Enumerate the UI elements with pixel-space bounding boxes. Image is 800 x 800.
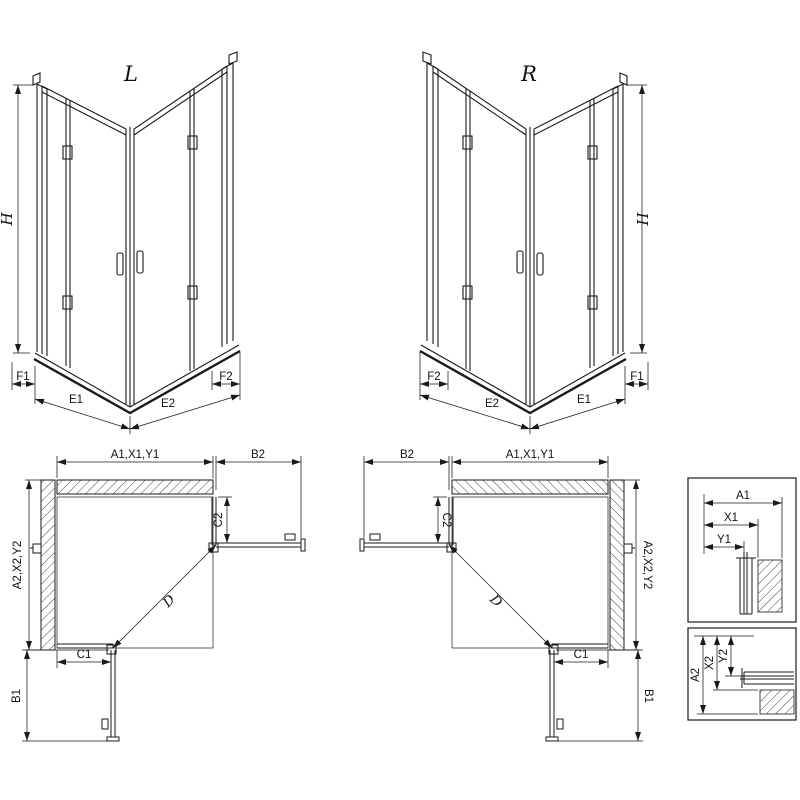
perspective-view-right — [420, 52, 648, 434]
label-f2-left: F2 — [219, 371, 232, 383]
label-variant-left: L — [123, 62, 138, 86]
label-e1-left: E1 — [69, 394, 83, 406]
label-b2-plan-left: B2 — [251, 449, 265, 461]
label-diagonal-plan-left: D — [159, 592, 179, 612]
label-f1-right: F1 — [630, 371, 643, 383]
label-side-depth-plan-right: A2,X2,Y2 — [641, 541, 653, 590]
label-f1-left: F1 — [16, 371, 29, 383]
label-e1-right: E1 — [577, 394, 591, 406]
label-height-right: H — [634, 212, 652, 227]
label-b2-plan-right: B2 — [400, 449, 414, 461]
label-y1-detail: Y1 — [717, 534, 731, 546]
label-c1-plan-right: C1 — [574, 649, 589, 661]
label-c1-plan-left: C1 — [77, 649, 92, 661]
labels-layer: L H F1 E1 E2 F2 R H F2 E2 E1 F1 A1,X1,Y1… — [0, 62, 750, 703]
label-e2-left: E2 — [161, 398, 175, 410]
label-a2-detail: A2 — [690, 668, 702, 682]
label-x2-detail: X2 — [704, 656, 716, 670]
detail-box-glass-profile-bottom — [687, 627, 797, 721]
perspective-view-left — [12, 52, 240, 434]
label-b1-plan-left: B1 — [11, 689, 23, 703]
label-c2-plan-right: C2 — [440, 513, 452, 528]
label-e2-right: E2 — [485, 398, 499, 410]
label-x1-detail: X1 — [724, 512, 738, 524]
label-b1-plan-right: B1 — [642, 689, 654, 703]
label-diagonal-plan-right: D — [486, 591, 506, 611]
label-f2-right: F2 — [427, 371, 440, 383]
label-y2-detail: Y2 — [718, 649, 730, 663]
label-variant-right: R — [520, 62, 537, 86]
detail-box-glass-profile-top — [687, 477, 797, 623]
label-c2-plan-left: C2 — [213, 513, 225, 528]
label-height-left: H — [0, 212, 16, 227]
label-top-width-plan-right: A1,X1,Y1 — [506, 449, 555, 461]
label-top-width-plan-left: A1,X1,Y1 — [111, 449, 160, 461]
label-side-depth-plan-left: A2,X2,Y2 — [12, 541, 24, 590]
label-a1-detail: A1 — [736, 490, 750, 502]
